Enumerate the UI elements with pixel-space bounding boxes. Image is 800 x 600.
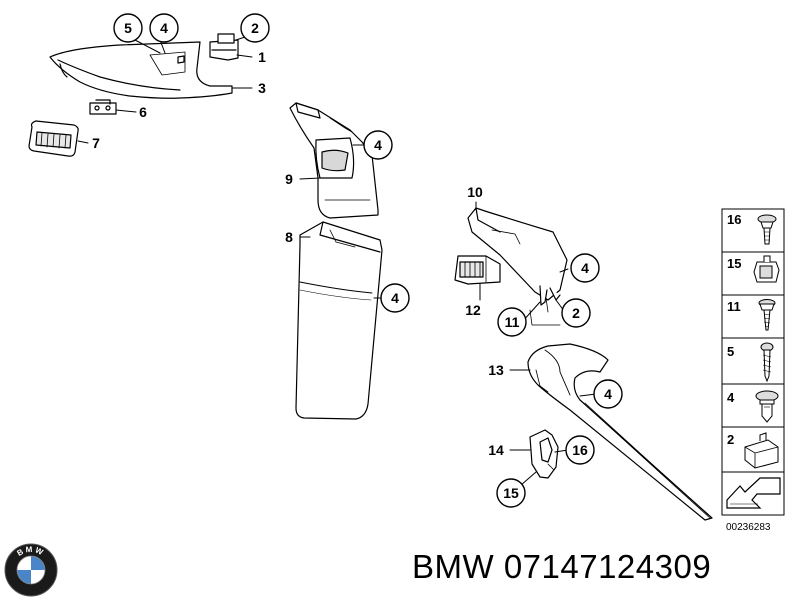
clip-part-2-top	[209, 33, 239, 61]
callout-10: 10	[467, 184, 483, 200]
screw-washer-icon	[758, 299, 776, 331]
callout-circle-16	[565, 435, 595, 465]
callout-12: 12	[465, 302, 481, 318]
push-clip-icon	[755, 390, 779, 423]
callout-11: 11	[505, 314, 520, 330]
callout-14: 14	[488, 442, 504, 458]
rivet-icon	[757, 214, 777, 245]
legend-number-5: 5	[727, 344, 734, 359]
pillar-upper-part-9	[289, 102, 379, 219]
callout-circle-15	[496, 478, 526, 508]
callout-4-lower: 4	[391, 290, 399, 306]
callout-9: 9	[285, 171, 293, 187]
arrow-icon	[726, 477, 781, 509]
callout-6: 6	[139, 104, 147, 120]
callout-5: 5	[124, 20, 132, 36]
clip-nut-icon	[753, 255, 780, 283]
legend-number-2: 2	[727, 432, 734, 447]
clip-part-6	[89, 99, 117, 115]
callout-2-top: 2	[251, 20, 259, 36]
grille-part-12	[454, 255, 501, 285]
callout-circle-2-top	[240, 13, 270, 43]
legend-number-15: 15	[727, 256, 741, 271]
callout-circle-4-right	[570, 253, 600, 283]
upper-trim-panel	[49, 41, 233, 99]
screw-icon	[760, 342, 774, 383]
callout-2-right: 2	[572, 305, 580, 321]
callout-4-top: 4	[160, 20, 168, 36]
callout-1: 1	[258, 49, 266, 65]
grille-part-7	[28, 120, 79, 157]
callout-7: 7	[92, 135, 100, 151]
legend-number-16: 16	[727, 212, 741, 227]
callout-3: 3	[258, 80, 266, 96]
callout-4-right: 4	[581, 260, 589, 276]
callout-4-pillar: 4	[374, 137, 382, 153]
part-number-title: BMW 07147124309	[412, 548, 712, 585]
callout-circles	[113, 13, 623, 508]
pillar-lower-part-8	[295, 221, 383, 420]
callout-16: 16	[572, 442, 588, 458]
callout-circle-11	[497, 307, 527, 337]
callout-numbers: 5 4 2 1 3 6 7 9 8 4 4 10 12 4 11 2 13 4 …	[92, 20, 612, 501]
callout-circle-4-top	[149, 13, 179, 43]
svg-text:BMW: BMW	[15, 545, 46, 558]
clip-icon	[744, 432, 779, 469]
callout-circle-5	[113, 13, 143, 43]
callout-13: 13	[488, 362, 504, 378]
diagram-reference-number: 00236283	[726, 522, 771, 533]
bmw-logo-letters: BMW	[15, 545, 44, 558]
bracket-part-14	[529, 429, 559, 479]
trim-part-13	[527, 343, 713, 521]
callout-circle-4-pillar	[363, 130, 393, 160]
callout-8: 8	[285, 229, 293, 245]
legend-number-4: 4	[727, 390, 735, 405]
callout-4-bottom: 4	[604, 386, 612, 402]
legend-number-11: 11	[727, 299, 741, 314]
callout-circle-4-bottom	[593, 379, 623, 409]
bmw-logo: BMW	[4, 543, 58, 597]
fastener-legend: 16 15 11 5 4 2 00236283	[721, 208, 785, 533]
callout-circle-4-lower	[380, 283, 410, 313]
callout-circle-2-right	[561, 298, 591, 328]
callout-15: 15	[503, 485, 519, 501]
